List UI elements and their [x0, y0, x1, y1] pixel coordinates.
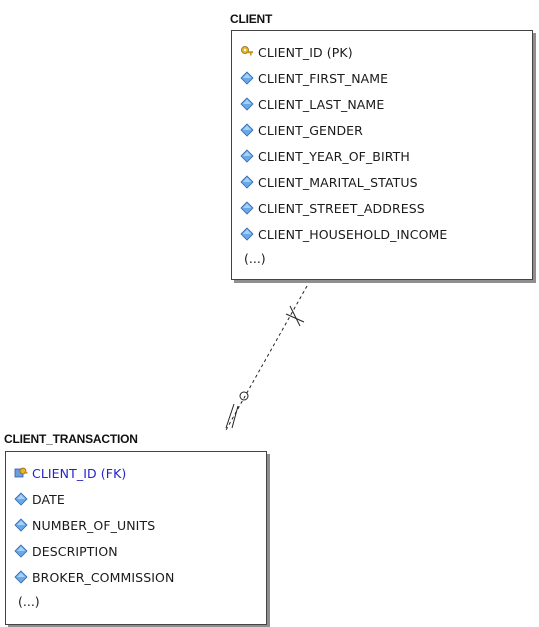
attribute-label: CLIENT_FIRST_NAME	[258, 70, 389, 86]
attribute-icon	[14, 492, 28, 506]
attribute-label: DATE	[32, 491, 65, 507]
more-attributes: (...)	[18, 593, 40, 609]
attribute-row[interactable]: CLIENT_LAST_NAME	[240, 91, 532, 117]
attribute-label: CLIENT_MARITAL_STATUS	[258, 174, 418, 190]
attribute-icon	[14, 518, 28, 532]
attribute-row[interactable]: CLIENT_ID (FK)	[14, 460, 266, 486]
attribute-label: CLIENT_LAST_NAME	[258, 96, 385, 112]
relationship-dashed-line	[225, 285, 308, 431]
entity-title-client: CLIENT	[230, 12, 273, 26]
attribute-row[interactable]: DESCRIPTION	[14, 538, 266, 564]
entity-client-transaction[interactable]: CLIENT_ID (FK) DATE NUMBER_OF_UNITS DESCRIP…	[5, 451, 267, 625]
attribute-label: CLIENT_GENDER	[258, 122, 363, 138]
entity-title-client-transaction: CLIENT_TRANSACTION	[4, 432, 138, 446]
attribute-label: CLIENT_YEAR_OF_BIRTH	[258, 148, 410, 164]
one-cardinality-mark	[285, 313, 305, 323]
attribute-label: NUMBER_OF_UNITS	[32, 517, 156, 533]
attribute-row[interactable]: NUMBER_OF_UNITS	[14, 512, 266, 538]
attribute-icon	[14, 544, 28, 558]
more-attributes: (...)	[244, 250, 266, 266]
attribute-row[interactable]: CLIENT_MARITAL_STATUS	[240, 169, 532, 195]
attribute-row[interactable]: DATE	[14, 486, 266, 512]
attribute-row[interactable]: BROKER_COMMISSION	[14, 564, 266, 590]
attribute-row[interactable]: CLIENT_STREET_ADDRESS	[240, 195, 532, 221]
attribute-list: CLIENT_ID (PK) CLIENT_FIRST_NAME CLIENT_LA…	[240, 39, 532, 247]
many-cardinality-mark	[225, 403, 235, 429]
attribute-icon	[240, 227, 254, 241]
one-cardinality-mark	[289, 305, 301, 327]
attribute-row[interactable]: CLIENT_ID (PK)	[240, 39, 532, 65]
attribute-label: CLIENT_HOUSEHOLD_INCOME	[258, 226, 448, 242]
attribute-row[interactable]: CLIENT_FIRST_NAME	[240, 65, 532, 91]
entity-client[interactable]: CLIENT_ID (PK) CLIENT_FIRST_NAME CLIENT_LA…	[231, 30, 533, 280]
attribute-icon	[240, 149, 254, 163]
attribute-icon	[240, 175, 254, 189]
key-icon	[240, 45, 254, 59]
zero-cardinality-circle	[239, 391, 249, 401]
attribute-icon	[240, 71, 254, 85]
attribute-icon	[14, 570, 28, 584]
attribute-label: CLIENT_ID (FK)	[32, 465, 127, 481]
attribute-icon	[240, 201, 254, 215]
attribute-icon	[240, 123, 254, 137]
attribute-row[interactable]: CLIENT_GENDER	[240, 117, 532, 143]
attribute-label: CLIENT_STREET_ADDRESS	[258, 200, 425, 216]
attribute-list: CLIENT_ID (FK) DATE NUMBER_OF_UNITS DESCRIP…	[14, 460, 266, 590]
many-cardinality-mark	[231, 405, 239, 429]
attribute-icon	[240, 97, 254, 111]
foreign-key-icon	[14, 466, 28, 480]
attribute-row[interactable]: CLIENT_YEAR_OF_BIRTH	[240, 143, 532, 169]
attribute-row[interactable]: CLIENT_HOUSEHOLD_INCOME	[240, 221, 532, 247]
attribute-label: BROKER_COMMISSION	[32, 569, 175, 585]
attribute-label: CLIENT_ID (PK)	[258, 44, 353, 60]
attribute-label: DESCRIPTION	[32, 543, 118, 559]
